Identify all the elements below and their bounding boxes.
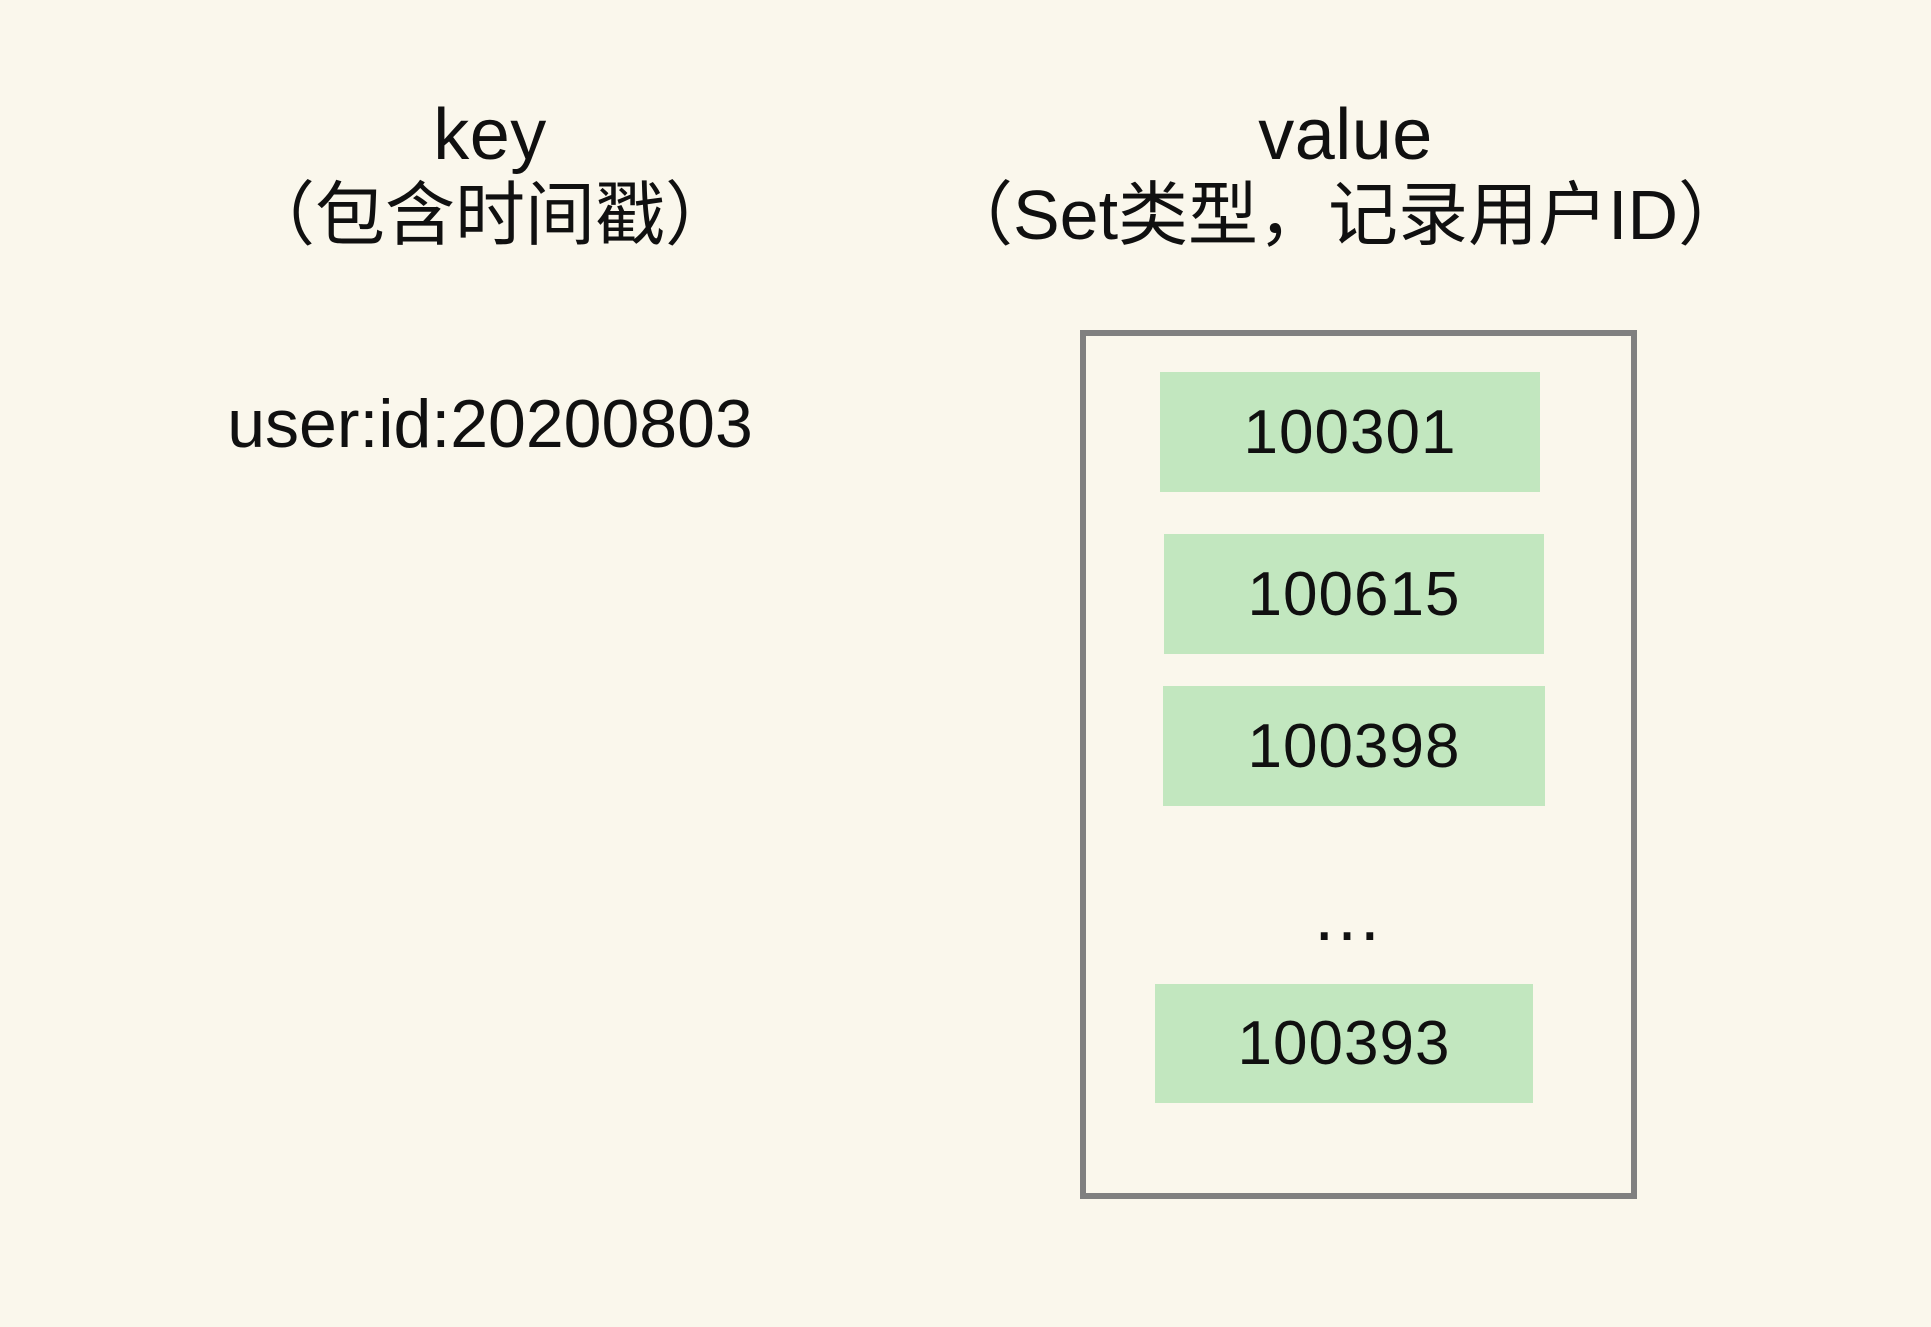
key-column-heading: key （包含时间戳）	[0, 95, 980, 254]
set-member-id: 100301	[1243, 397, 1457, 467]
set-member-id: 100398	[1247, 711, 1461, 781]
value-set-container	[1080, 330, 1637, 1199]
value-column-subtitle: （Set类型，记录用户ID）	[942, 175, 1749, 254]
set-member-chip: 100398	[1163, 686, 1545, 806]
set-member-id: 100615	[1247, 559, 1461, 629]
set-member-chip: 100393	[1155, 984, 1533, 1103]
set-member-chip: 100301	[1160, 372, 1540, 492]
set-member-id: 100393	[1237, 1009, 1451, 1078]
value-column-title: value	[1258, 95, 1433, 175]
ellipsis-indicator: …	[1311, 876, 1389, 956]
key-column-title: key	[433, 95, 547, 175]
set-member-chip: 100615	[1164, 534, 1544, 654]
key-column-subtitle: （包含时间戳）	[245, 175, 735, 254]
key-value-text: user:id:20200803	[227, 386, 753, 462]
value-column-heading: value （Set类型，记录用户ID）	[760, 95, 1931, 254]
